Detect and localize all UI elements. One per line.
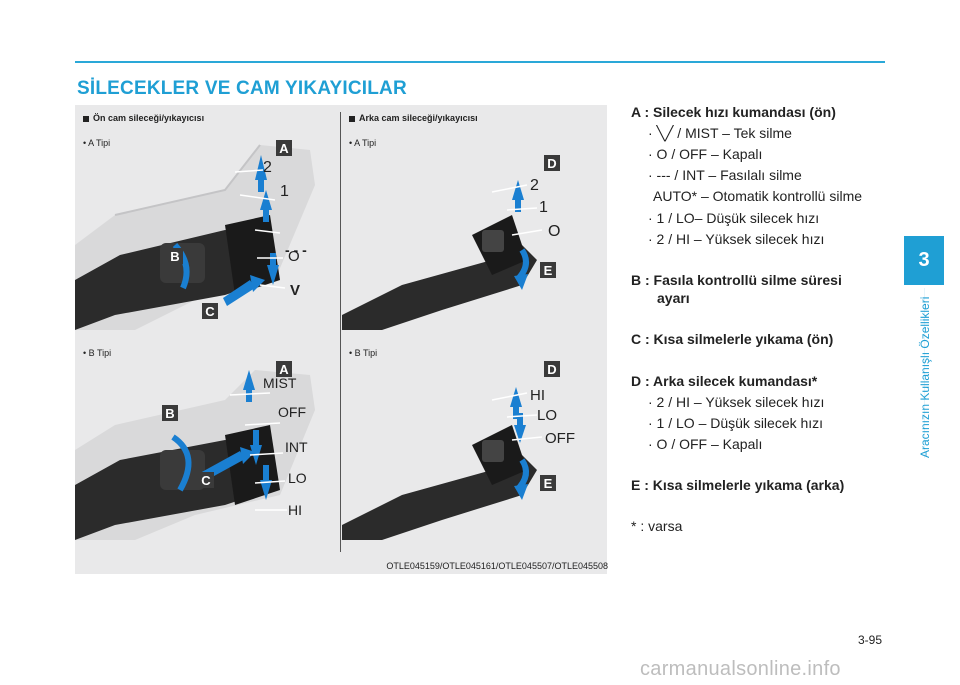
marker-e: E — [544, 476, 553, 491]
marker-c: C — [201, 473, 211, 488]
label-off: OFF — [545, 430, 575, 447]
header-rule — [75, 61, 885, 63]
legend-a-item: · ╲╱ / MIST – Tek silme — [648, 125, 792, 141]
legend-d-item: · O / OFF – Kapalı — [648, 436, 763, 452]
label-mist: MIST — [263, 375, 297, 391]
front-wiper-type-b-illustration: A B C MIST OFF INT LO HI — [75, 361, 315, 540]
legend-e-title: E : Kısa silmelerle yıkama (arka) — [631, 477, 845, 493]
marker-e: E — [544, 263, 553, 278]
label-off: OFF — [278, 404, 306, 420]
marker-a: A — [279, 362, 289, 377]
marker-c: C — [205, 304, 215, 319]
legend-a-item: AUTO* – Otomatik kontrollü silme — [653, 188, 863, 204]
legend-a-item: · --- / INT – Fasılalı silme — [648, 167, 802, 183]
marker-b: B — [165, 406, 174, 421]
front-type-a-label: • A Tipi — [83, 138, 111, 148]
legend-c-title: C : Kısa silmelerle yıkama (ön) — [631, 331, 834, 347]
legend-b-title: B : Fasıla kontrollü silme süresi — [631, 272, 842, 288]
marker-b: B — [170, 249, 179, 264]
label-hi: HI — [288, 502, 302, 518]
label-hi: HI — [530, 387, 545, 404]
label-dash: - - - — [285, 242, 307, 258]
label-lo: LO — [288, 470, 307, 486]
front-caption: Ön cam sileceği/yıkayıcısı — [83, 113, 204, 123]
figure-divider — [340, 112, 341, 552]
legend-a-item: · 1 / LO– Düşük silecek hızı — [648, 210, 820, 226]
figure-reference-code: OTLE045159/OTLE045161/OTLE045507/OTLE045… — [386, 561, 608, 571]
legend-a-item: · O / OFF – Kapalı — [648, 146, 763, 162]
watermark: carmanualsonline.info — [640, 658, 841, 680]
front-type-b-label: • B Tipi — [83, 348, 112, 358]
square-bullet-icon — [349, 115, 355, 122]
label-lo: LO — [537, 407, 557, 424]
legend-b-title-cont: ayarı — [657, 290, 690, 306]
front-wiper-type-a-illustration: A B C 2 1 - - - O V — [75, 140, 315, 330]
rear-wiper-type-a-illustration: D E 2 1 O — [342, 155, 560, 330]
label-v: V — [290, 282, 300, 299]
chapter-side-line — [924, 288, 925, 458]
rear-type-a-label: • A Tipi — [349, 138, 377, 148]
legend-d-item: · 2 / HI – Yüksek silecek hızı — [648, 394, 825, 410]
marker-d: D — [547, 156, 556, 171]
page-title: SİLECEKLER VE CAM YIKAYICILAR — [77, 78, 407, 99]
footnote: * : varsa — [631, 518, 683, 534]
legend-d-item: · 1 / LO – Düşük silecek hızı — [648, 415, 824, 431]
label-2: 2 — [530, 177, 539, 194]
legend-a-item: · 2 / HI – Yüksek silecek hızı — [648, 231, 825, 247]
rear-type-b-label: • B Tipi — [349, 348, 378, 358]
legend-a-title: A : Silecek hızı kumandası (ön) — [631, 104, 836, 120]
label-o: O — [548, 223, 560, 240]
label-o: O — [288, 248, 300, 265]
square-bullet-icon — [83, 115, 89, 122]
legend-d-title: D : Arka silecek kumandası* — [631, 373, 818, 389]
label-2: 2 — [263, 159, 272, 176]
marker-d: D — [547, 362, 556, 377]
rear-caption: Arka cam sileceği/yıkayıcısı — [349, 113, 478, 123]
label-1: 1 — [280, 183, 289, 200]
page-number: 3-95 — [858, 633, 883, 647]
label-int: INT — [285, 439, 308, 455]
rear-wiper-type-b-illustration: D E HI LO OFF — [342, 361, 575, 540]
chapter-tab: 3 — [904, 236, 944, 285]
chapter-title: Aracınızın Kullanışlı Özellikleri — [918, 296, 932, 458]
marker-a: A — [279, 141, 289, 156]
label-1: 1 — [539, 199, 548, 216]
